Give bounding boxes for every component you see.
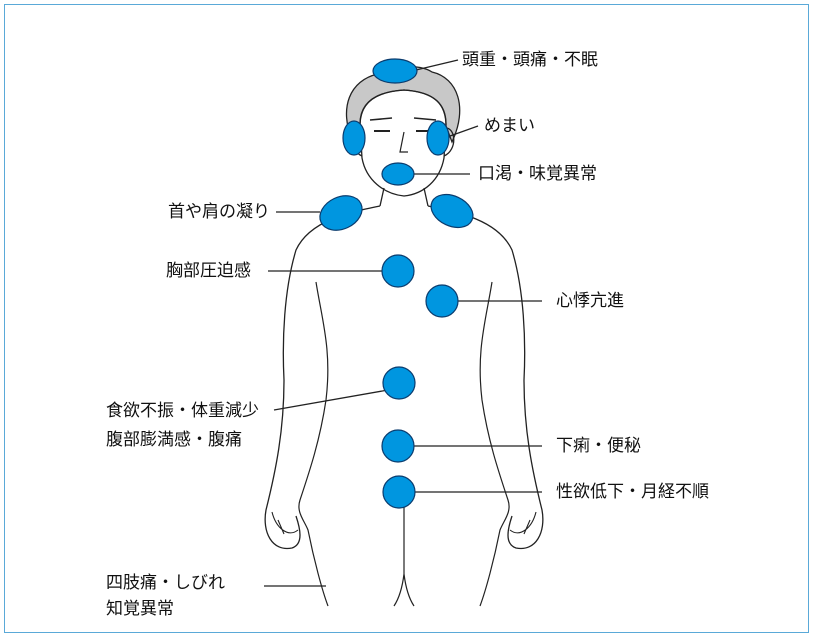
spot-right-shoulder: [430, 193, 474, 229]
groin: [393, 500, 415, 607]
diagram-frame: [4, 4, 809, 633]
nose: [399, 131, 408, 153]
leader-dizziness: [449, 125, 479, 137]
left-torso-side: [298, 281, 329, 607]
right-eyebrow: [413, 117, 437, 121]
label-mouth: 口渇・味覚異常: [478, 164, 597, 184]
spot-chest: [381, 254, 415, 288]
spot-left-shoulder: [319, 195, 363, 231]
right-hand: [509, 511, 537, 535]
leader-stomach: [273, 389, 389, 411]
label-limb-line2: 知覚異常: [106, 599, 174, 619]
spot-pelvis: [382, 475, 416, 509]
spot-abdomen: [381, 429, 415, 463]
neck: [379, 187, 429, 207]
label-limb-line1: 四肢痛・しびれ: [106, 573, 225, 593]
label-headache: 頭重・頭痛・不眠: [462, 50, 598, 70]
spot-head: [372, 58, 418, 84]
label-dizziness: めまい: [484, 116, 535, 136]
label-stomach-line1: 食欲不振・体重減少: [106, 401, 259, 421]
body-outline: [264, 205, 544, 550]
left-hand: [271, 511, 299, 535]
label-chest: 胸部圧迫感: [166, 261, 251, 281]
spot-left-ear: [342, 120, 366, 156]
label-shoulder: 首や肩の凝り: [168, 202, 270, 222]
left-eyebrow: [369, 117, 393, 121]
leader-headache: [415, 59, 459, 71]
label-sexual: 性欲低下・月経不順: [556, 482, 709, 502]
spot-right-ear: [426, 120, 450, 156]
right-torso-side: [479, 281, 510, 607]
spot-heart: [425, 284, 459, 318]
label-bowel: 下痢・便秘: [556, 436, 641, 456]
label-stomach-line2: 腹部膨満感・腹痛: [106, 430, 242, 450]
spot-mouth: [381, 162, 415, 186]
spot-stomach: [382, 366, 416, 400]
label-palpitation: 心悸亢進: [556, 291, 624, 311]
